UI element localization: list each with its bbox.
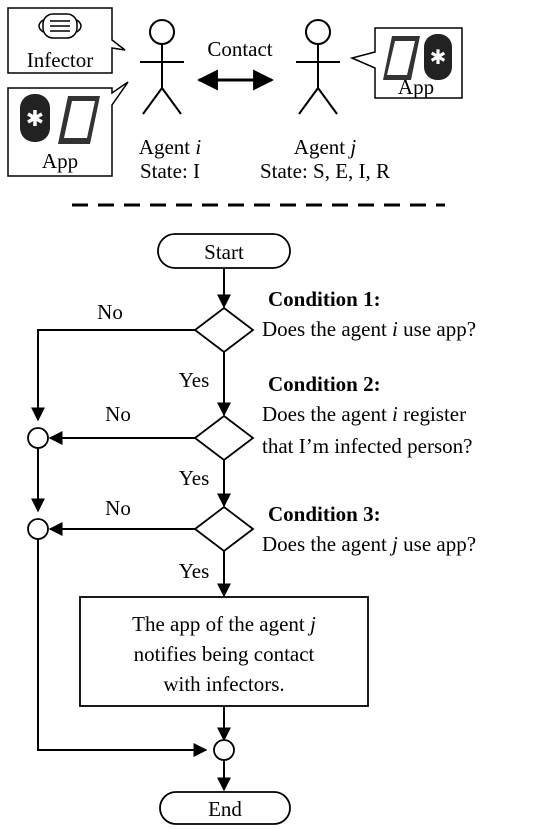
bluetooth-icon: ✱ — [424, 34, 452, 80]
no-label-2: No — [105, 402, 131, 426]
merge-circle-1 — [27, 427, 49, 449]
decision-1 — [193, 306, 255, 354]
condition-3-text: Condition 3: Does the agent j use app? — [262, 502, 476, 556]
contact-label: Contact — [207, 37, 272, 61]
svg-text:with infectors.: with infectors. — [163, 672, 284, 696]
start-terminal: Start — [157, 233, 291, 269]
svg-text:The app of the agent j: The app of the agent j — [132, 612, 316, 636]
app-callout-right: ✱ App — [349, 27, 463, 99]
no-label-3: No — [105, 496, 131, 520]
svg-text:notifies being contact: notifies being contact — [134, 642, 315, 666]
merge-circle-3 — [213, 739, 235, 761]
app-label-left: App — [42, 149, 78, 173]
yes-label-1: Yes — [179, 368, 210, 392]
app-callout-left: ✱ App — [7, 81, 129, 177]
smartphone-icon — [58, 96, 100, 144]
merge-circle-2 — [27, 518, 49, 540]
svg-text:that I’m infected person?: that I’m infected person? — [262, 434, 473, 458]
infector-callout: Infector — [7, 7, 126, 74]
start-label: Start — [204, 240, 244, 264]
bluetooth-icon: ✱ — [20, 94, 50, 142]
decision-2 — [193, 414, 255, 462]
svg-text:Does the agent i use app?: Does the agent i use app? — [262, 317, 476, 341]
app-label-right: App — [398, 75, 434, 99]
no-branch-1 — [31, 329, 195, 422]
yes-label-3: Yes — [179, 559, 210, 583]
svg-text:Condition 3:: Condition 3: — [268, 502, 381, 526]
notify-box: The app of the agent j notifies being co… — [79, 596, 369, 707]
smartphone-icon — [383, 36, 420, 80]
agent-i-figure — [140, 19, 184, 115]
svg-text:Does the agent j use app?: Does the agent j use app? — [262, 532, 476, 556]
agent-j-label: Agent j — [294, 135, 357, 159]
no-label-1: No — [97, 300, 123, 324]
mask-icon — [38, 13, 82, 39]
end-label: End — [208, 797, 242, 821]
svg-text:Condition 1:: Condition 1: — [268, 287, 381, 311]
infector-label: Infector — [27, 48, 93, 72]
agent-i-state: State: I — [140, 159, 200, 183]
decision-3 — [193, 505, 255, 553]
no-return-line — [37, 539, 208, 757]
condition-1-text: Condition 1: Does the agent i use app? — [262, 287, 476, 341]
svg-text:Condition 2:: Condition 2: — [268, 372, 381, 396]
svg-text:✱: ✱ — [26, 107, 44, 132]
svg-text:Does the agent i register: Does the agent i register — [262, 402, 466, 426]
agent-i-label: Agent i — [139, 135, 202, 159]
agent-j-figure — [296, 19, 340, 115]
yes-label-2: Yes — [179, 466, 210, 490]
svg-text:✱: ✱ — [430, 45, 447, 69]
agent-j-state: State: S, E, I, R — [260, 159, 390, 183]
end-terminal: End — [159, 791, 291, 825]
condition-2-text: Condition 2: Does the agent i register t… — [262, 372, 473, 458]
